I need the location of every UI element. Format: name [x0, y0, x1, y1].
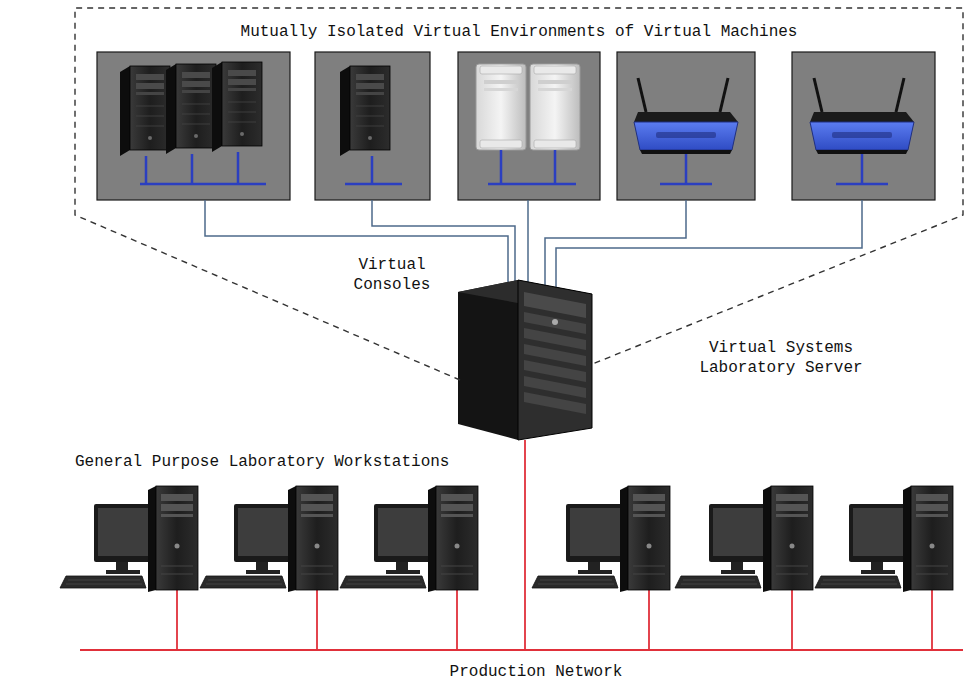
lab-server [458, 280, 592, 440]
production-network-lines [80, 440, 963, 650]
region-heading: Mutually Isolated Virtual Environments o… [75, 22, 963, 42]
console-label-text: Virtual Consoles [342, 255, 442, 295]
workstations-label: General Purpose Laboratory Workstations [75, 452, 505, 472]
server-label-text: Virtual Systems Laboratory Server [690, 338, 872, 378]
console-label: Virtual Consoles [342, 255, 442, 295]
virtual-server-icons [120, 62, 914, 156]
lab-workstations [60, 486, 953, 592]
virtual-network-bus [140, 150, 888, 184]
workstations-label-text: General Purpose Laboratory Workstations [75, 452, 449, 472]
server-label: Virtual Systems Laboratory Server [690, 338, 872, 378]
network-label: Production Network [406, 662, 666, 682]
dashed-outline [75, 8, 963, 380]
network-label-text: Production Network [450, 662, 623, 682]
vm-environment-boxes [97, 52, 935, 200]
